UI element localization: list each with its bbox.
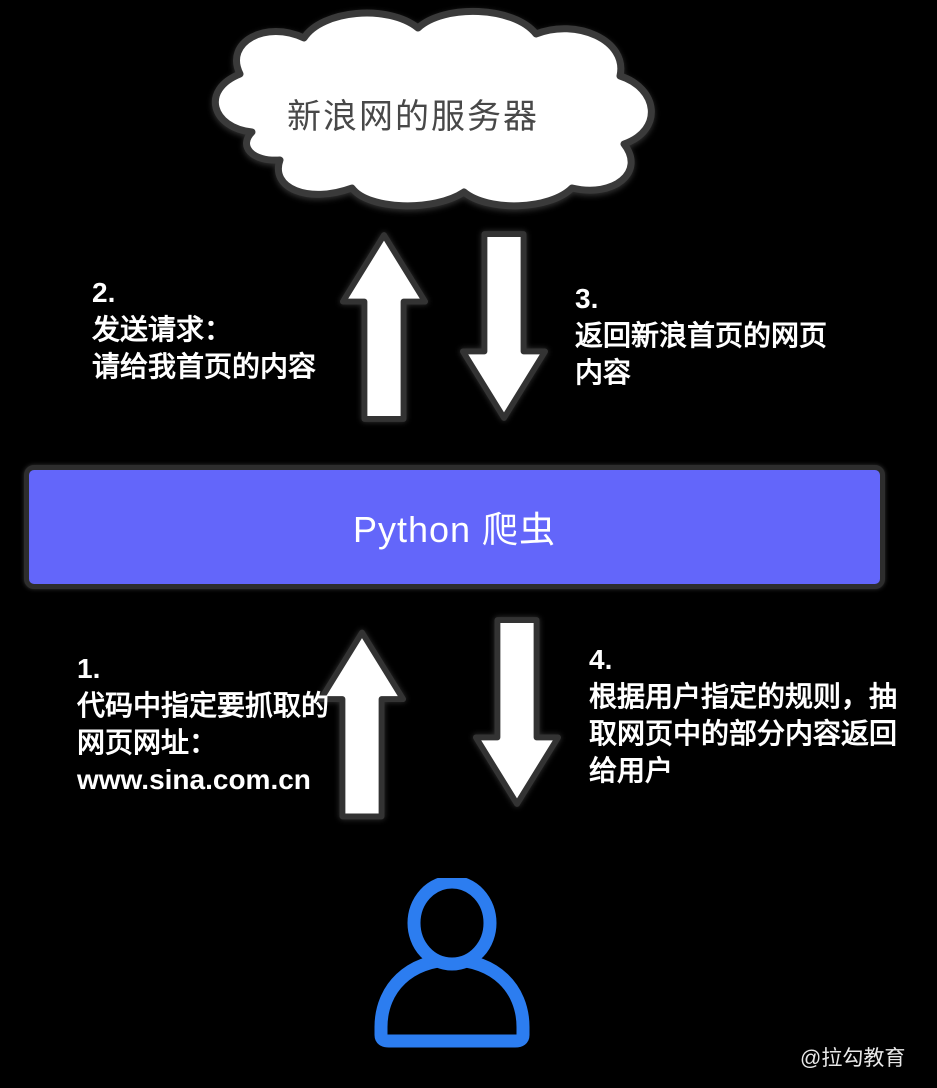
step-text-line: 请给我首页的内容 (92, 351, 317, 382)
step-text-line: www.sina.com.cn (77, 764, 311, 795)
server-cloud-shape (211, 8, 655, 210)
step-number: 3. (575, 283, 599, 314)
python-crawler-box: Python 爬虫 (24, 465, 885, 589)
arrow-up-icon (340, 232, 428, 422)
step-1-label: 1. 代码中指定要抓取的 网页网址： www.sina.com.cn (77, 650, 329, 798)
step-text-line: 内容 (575, 357, 632, 388)
arrow-up-icon (318, 629, 406, 820)
step-text-line: 发送请求： (92, 314, 233, 345)
arrow-down-icon (460, 231, 548, 421)
step-text-line: 给用户 (589, 755, 674, 786)
user-icon (374, 878, 530, 1048)
step-number: 1. (77, 653, 101, 684)
step-text-line: 取网页中的部分内容返回 (589, 718, 898, 749)
watermark: @拉勾教育 (800, 1047, 906, 1070)
arrow-down-icon (473, 617, 561, 807)
python-crawler-box-label: Python 爬虫 (352, 509, 557, 550)
step-4-label: 4. 根据用户指定的规则，抽 取网页中的部分内容返回 给用户 (589, 641, 897, 789)
step-text-line: 返回新浪首页的网页 (575, 320, 828, 351)
server-cloud-label: 新浪网的服务器 (287, 97, 539, 136)
step-2-label: 2. 发送请求： 请给我首页的内容 (92, 274, 316, 385)
step-3-label: 3. 返回新浪首页的网页 内容 (575, 280, 827, 391)
step-text-line: 根据用户指定的规则，抽 (589, 681, 898, 712)
step-text-line: 网页网址： (77, 727, 218, 758)
step-number: 2. (92, 277, 116, 308)
step-number: 4. (589, 644, 613, 675)
step-text-line: 代码中指定要抓取的 (77, 690, 330, 721)
